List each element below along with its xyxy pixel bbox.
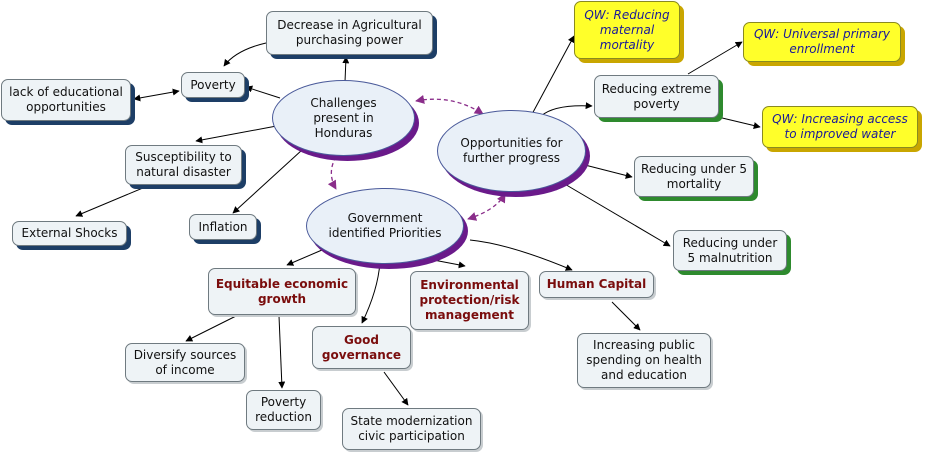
priorities-ellipse[interactable]: Government identified Priorities: [306, 188, 464, 264]
edge-opp-qw-maternal: [530, 35, 575, 117]
node-poverty[interactable]: Poverty: [181, 72, 245, 98]
node-diversify-income[interactable]: Diversify sources of income: [125, 343, 245, 382]
node-under5-malnutrition[interactable]: Reducing under 5 malnutrition: [673, 230, 787, 271]
node-public-spending[interactable]: Increasing public spending on health and…: [577, 333, 711, 388]
edge-challenges-inflation: [232, 149, 303, 214]
opportunities-label: Opportunities for further progress: [460, 136, 563, 165]
node-reducing-extreme-poverty[interactable]: Reducing extreme poverty: [594, 75, 719, 118]
edge-equitable-poverty-reduction: [278, 315, 286, 389]
node-external-shocks[interactable]: External Shocks: [12, 221, 127, 246]
node-decrease-agricultural[interactable]: Decrease in Agricultural purchasing powe…: [266, 11, 433, 55]
edge-challenges-decrease: [342, 56, 350, 83]
edge-opp-reducing-poverty: [540, 102, 593, 117]
dashed-challenges-opportunities: [415, 94, 484, 115]
priorities-label: Government identified Priorities: [328, 211, 442, 240]
edge-equitable-diversify: [185, 315, 237, 342]
node-human-capital[interactable]: Human Capital: [539, 271, 654, 298]
node-lack-educational[interactable]: lack of educational opportunities: [1, 79, 131, 121]
edge-reducing-poverty-qw-water: [717, 116, 761, 129]
edge-governance-state: [383, 371, 409, 406]
opportunities-ellipse[interactable]: Opportunities for further progress: [437, 110, 586, 192]
edge-susceptibility-external: [75, 184, 151, 217]
edge-priorities-environmental: [422, 257, 466, 269]
challenges-label: Challenges present in Honduras: [310, 95, 377, 140]
edge-challenges-susceptibility: [195, 124, 283, 144]
edge-lack-poverty: [133, 88, 180, 102]
node-good-governance[interactable]: Good governance: [312, 326, 411, 369]
edge-reducing-poverty-qw-primary: [687, 41, 743, 75]
edge-priorities-equitable: [286, 249, 323, 266]
node-qw-maternal-mortality[interactable]: QW: Reducing maternal mortality: [574, 1, 680, 59]
node-susceptibility[interactable]: Susceptibility to natural disaster: [125, 145, 242, 185]
edge-priorities-human-capital: [469, 239, 573, 271]
edge-challenges-poverty: [245, 85, 281, 99]
node-qw-primary-enrollment[interactable]: QW: Universal primary enrollment: [743, 22, 901, 62]
node-qw-improved-water[interactable]: QW: Increasing access to improved water: [762, 106, 918, 148]
edge-opp-under5-mortality: [580, 163, 633, 179]
challenges-ellipse[interactable]: Challenges present in Honduras: [272, 80, 415, 156]
edge-opp-under5-malnutrition: [562, 182, 671, 247]
node-equitable-growth[interactable]: Equitable economic growth: [208, 268, 356, 315]
node-poverty-reduction[interactable]: Poverty reduction: [246, 390, 321, 430]
edge-priorities-governance: [361, 261, 381, 324]
dashed-challenges-priorities: [327, 150, 341, 190]
edge-human-capital-public: [611, 301, 641, 331]
node-state-modernization[interactable]: State modernization civic participation: [342, 408, 481, 450]
edge-decrease-poverty: [223, 42, 267, 67]
node-under5-mortality[interactable]: Reducing under 5 mortality: [634, 156, 754, 197]
dashed-priorities-opportunities: [467, 193, 506, 221]
node-environmental-protection[interactable]: Environmental protection/risk management: [410, 271, 529, 330]
node-inflation[interactable]: Inflation: [189, 214, 257, 240]
